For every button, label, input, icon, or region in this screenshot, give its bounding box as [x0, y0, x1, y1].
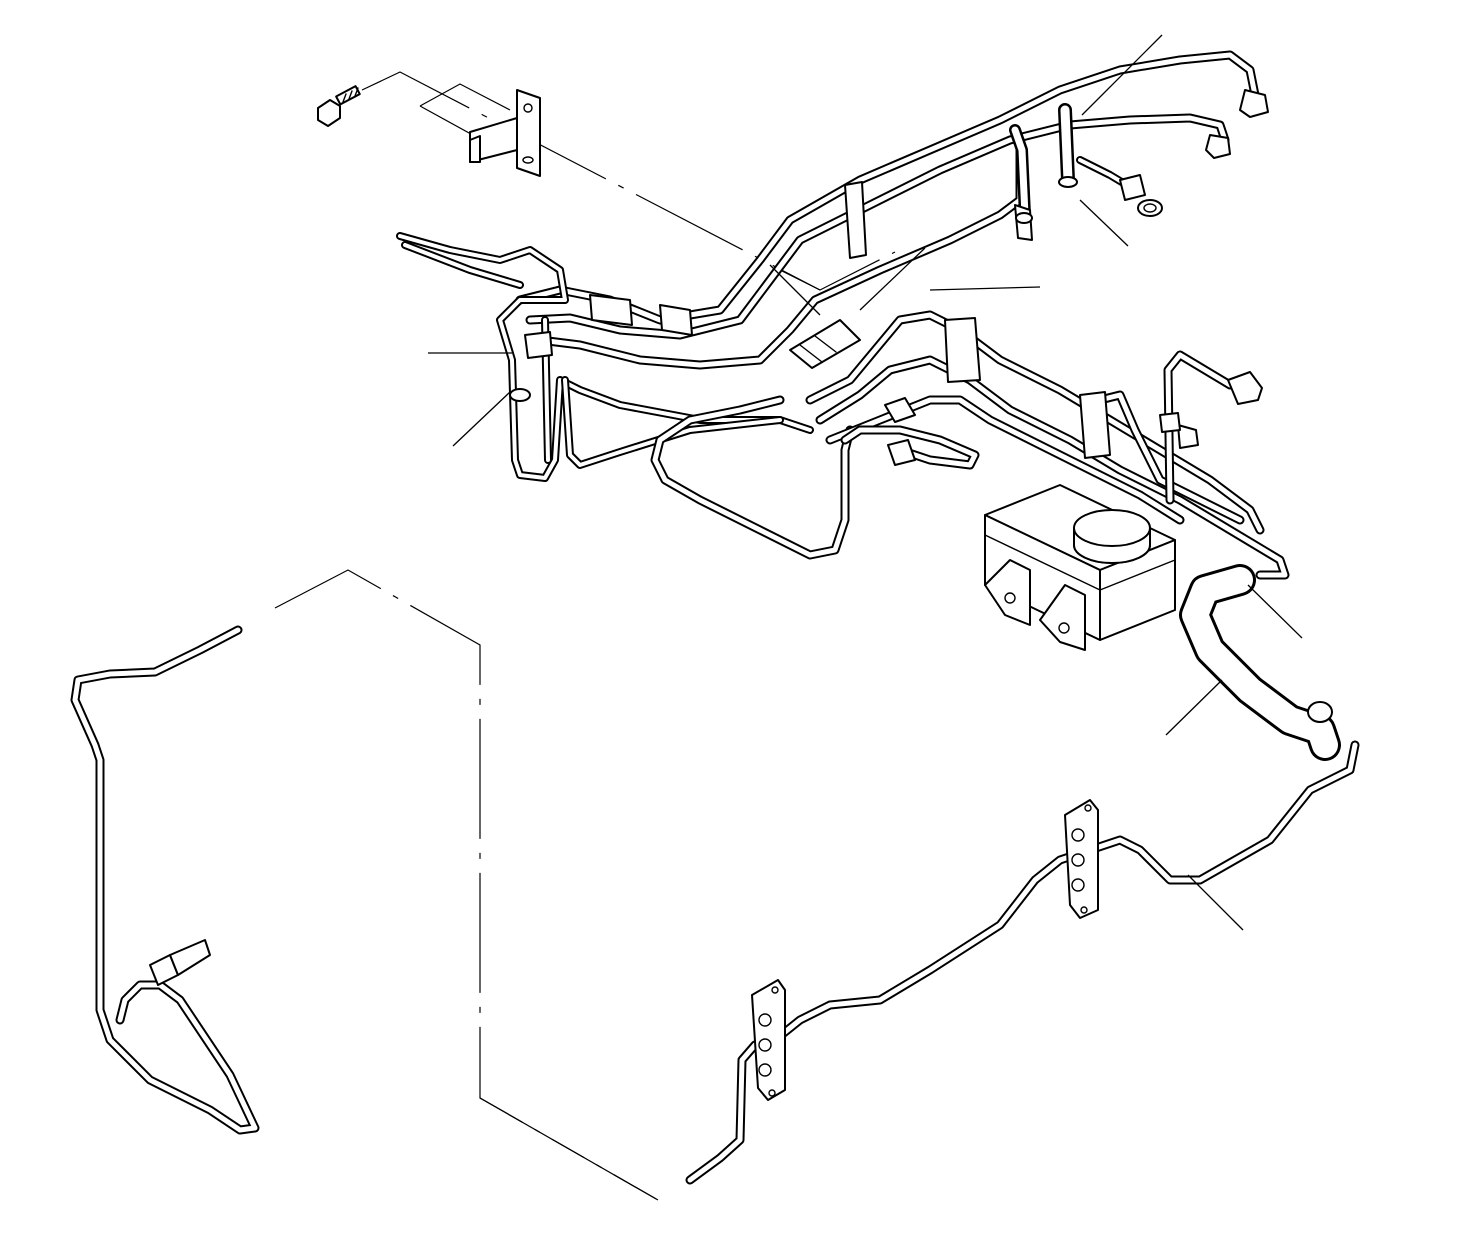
fitting-union-center [789, 319, 861, 369]
hose-end-fittings [509, 176, 1333, 723]
short-branch [840, 425, 980, 470]
lower-bracket-right [1064, 799, 1099, 919]
brake-line-lower-right [685, 740, 1360, 1185]
callout-leader-1 [1081, 34, 1163, 116]
lower-bracket-left [751, 979, 786, 1101]
main-line-1 [515, 50, 1260, 325]
callout-leader-8 [1247, 584, 1303, 639]
phantom-outline-lower [274, 569, 659, 1201]
fitting-union-left [589, 294, 633, 326]
fitting-nut-top-right [1205, 89, 1269, 159]
pipe-clips [524, 181, 1181, 459]
fitting-nut-right [1177, 371, 1263, 449]
rubber-hose [1179, 564, 1341, 761]
bolt-icon [317, 85, 361, 127]
callout-leader-4 [859, 247, 926, 311]
mounting-bracket [469, 89, 541, 177]
callout-leaders [428, 34, 1303, 931]
callout-leader-9 [1165, 679, 1223, 736]
right-bundle [805, 310, 1290, 580]
callout-leader-3 [929, 286, 1041, 291]
upper-right-hoses [1009, 103, 1139, 221]
callout-leader-7 [452, 391, 511, 447]
brake-line-lower-left [70, 625, 260, 1135]
callout-leader-5 [769, 264, 821, 316]
pipe-bundle [70, 50, 1360, 1185]
fitting-lower-left [149, 939, 211, 986]
fitting-nut-center-bottom [884, 397, 916, 466]
callout-leader-10 [1187, 874, 1244, 931]
main-line-2 [525, 113, 1230, 340]
center-hanging-loop [650, 395, 855, 560]
valve-block [984, 484, 1176, 651]
callout-leader-2 [1079, 199, 1129, 247]
main-line-3 [535, 135, 1025, 370]
banjo-fitting [1119, 174, 1163, 217]
